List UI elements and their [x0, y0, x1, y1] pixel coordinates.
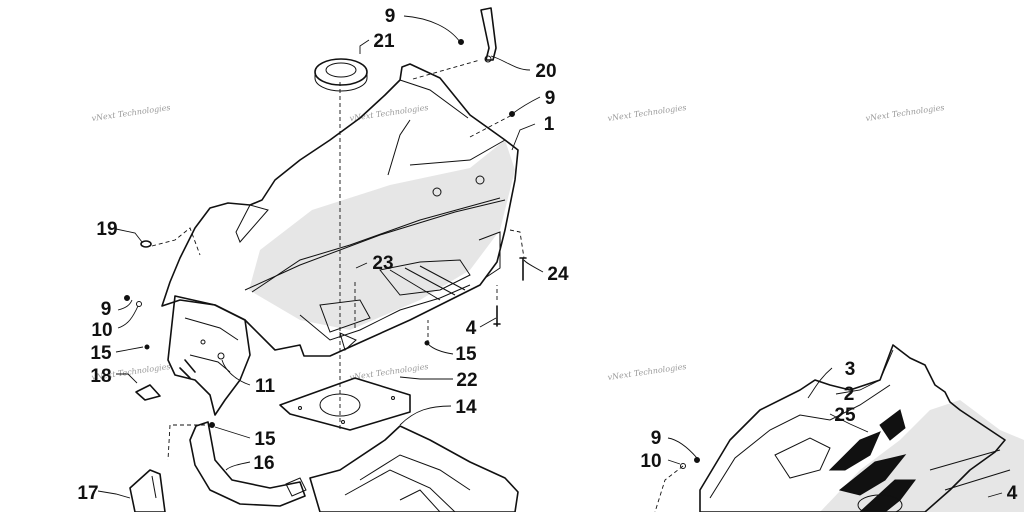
part-11-side-panel [135, 295, 251, 416]
callout-9: 9 [545, 88, 556, 109]
part-3-2-25-hood [699, 344, 1024, 512]
callout-9: 9 [385, 6, 396, 27]
part-14-lower-pan [309, 425, 519, 512]
part-21-seal-ring [314, 58, 368, 92]
callout-9: 9 [651, 428, 662, 449]
callout-20: 20 [535, 61, 556, 82]
watermark-3: vNext Technologies [607, 103, 687, 123]
watermark-4: vNext Technologies [865, 103, 945, 123]
callout-9: 9 [101, 299, 112, 320]
callout-15: 15 [455, 344, 477, 365]
part-20-bracket [480, 7, 497, 63]
part-16-duct [189, 421, 307, 507]
callout-14: 14 [455, 397, 477, 418]
watermark-group: vNext Technologies vNext Technologies vN… [91, 103, 945, 382]
callout-3: 3 [845, 359, 856, 380]
callout-4: 4 [1007, 483, 1018, 504]
watermark-7: vNext Technologies [607, 362, 687, 382]
callout-16: 16 [253, 453, 274, 474]
callout-2: 2 [844, 384, 855, 405]
callout-24: 24 [547, 264, 569, 285]
callout-11: 11 [255, 376, 276, 397]
callout-22: 22 [456, 370, 477, 391]
callout-25: 25 [834, 405, 856, 426]
callout-4: 4 [466, 318, 477, 339]
watermark-2: vNext Technologies [349, 103, 429, 123]
callout-10: 10 [640, 451, 661, 472]
callout-23: 23 [372, 253, 393, 274]
callout-labels: 9 21 20 9 1 19 23 24 9 10 4 15 15 18 11 … [77, 6, 1017, 504]
callout-1: 1 [544, 114, 555, 135]
callout-15: 15 [254, 429, 276, 450]
part-17-side-piece [129, 469, 166, 512]
watermark-1: vNext Technologies [91, 103, 171, 123]
callout-21: 21 [373, 31, 395, 52]
callout-17: 17 [77, 483, 98, 504]
callout-15: 15 [90, 343, 112, 364]
callout-10: 10 [91, 320, 112, 341]
callout-18: 18 [90, 366, 111, 387]
callout-19: 19 [96, 219, 117, 240]
leader-lines [97, 15, 1003, 512]
part-22-gasket-plate [279, 377, 411, 431]
